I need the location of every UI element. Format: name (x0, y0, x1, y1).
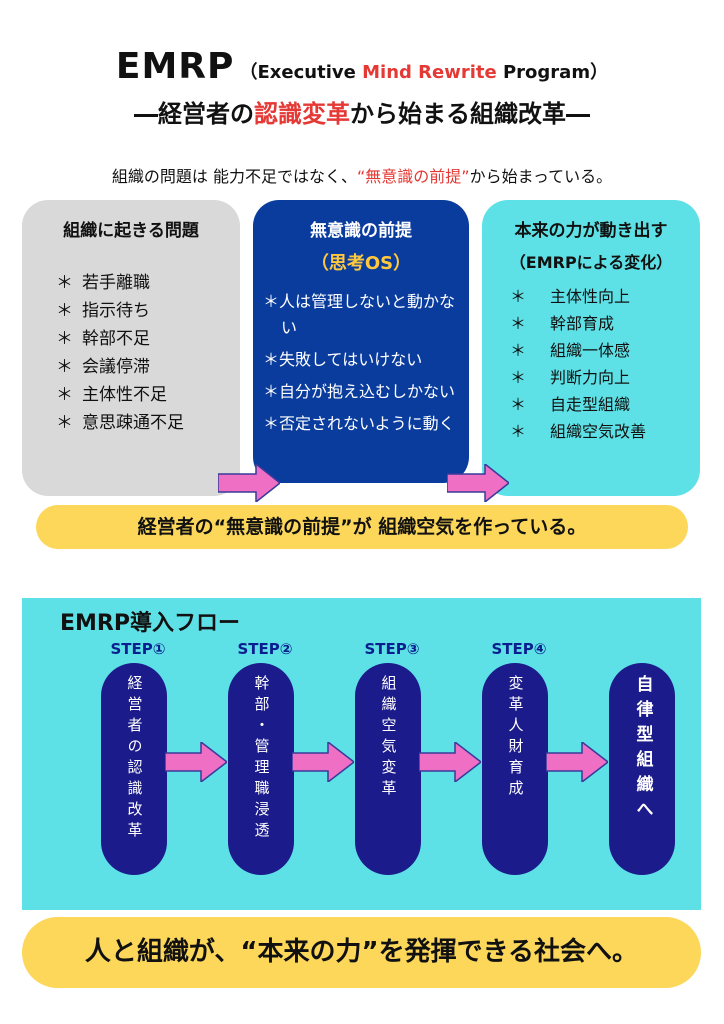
list-item: ＊ 会議停滞 (56, 353, 240, 381)
list-item: ＊ 意思疎通不足 (56, 409, 240, 437)
asterisk-icon: ＊ (56, 385, 73, 405)
list-item: ＊ 若手離職 (56, 269, 240, 297)
intro-suffix: から始まっている。 (469, 167, 613, 186)
final-goal-text: 自律型組織へ (632, 675, 653, 825)
step-label: STEP② (237, 640, 293, 658)
page-title: EMRP （Executive Mind Rewrite Program） (0, 46, 724, 87)
list-item: ＊ 幹部育成 (510, 310, 700, 337)
title-paren-close: Program） (496, 62, 609, 83)
assumptions-heading: 無意識の前提 (310, 221, 412, 241)
intro-highlight: “無意識の前提” (356, 167, 470, 186)
subtitle-suffix: から始まる組織改革― (350, 100, 590, 128)
final-goal-pill: 自律型組織へ (609, 663, 675, 875)
change-item: 組織一体感 (550, 341, 631, 360)
assumptions-sub: （思考OS） (310, 253, 412, 274)
asterisk-icon: ＊ (56, 273, 73, 293)
right-arrow-icon (546, 742, 608, 782)
right-arrow-icon (165, 742, 227, 782)
assumptions-card: 無意識の前提 （思考OS） ＊人は管理しないと動かない ＊失敗してはいけない ＊… (253, 200, 469, 483)
change-item: 自走型組織 (550, 395, 631, 414)
right-arrow-icon (292, 742, 354, 782)
problems-card: 組織に起きる問題 ＊ 若手離職 ＊ 指示待ち ＊ 幹部不足 ＊ 会議停滞 ＊ 主体性不足 … (22, 200, 240, 496)
right-arrow-icon (447, 464, 509, 502)
asterisk-icon: ＊ (510, 314, 527, 333)
step-label: STEP③ (364, 640, 420, 658)
step-text: 経営者の認識改革 (125, 675, 144, 843)
step-text: 変革人財育成 (506, 675, 525, 801)
list-item: ＊人は管理しないと動かない (263, 292, 456, 337)
right-arrow-icon (419, 742, 481, 782)
problems-heading: 組織に起きる問題 (63, 221, 199, 241)
change-heading: 本来の力が動き出す (514, 221, 668, 241)
step-pill: 変革人財育成 (482, 663, 548, 875)
step-pill: 組織空気変革 (355, 663, 421, 875)
step-pill: 経営者の認識改革 (101, 663, 167, 875)
problem-item: 会議停滞 (82, 357, 150, 377)
title-paren-highlight: Mind Rewrite (362, 62, 497, 83)
intro-text: 組織の問題は 能力不足ではなく、“無意識の前提”から始まっている。 (0, 163, 724, 187)
asterisk-icon: ＊ (510, 395, 527, 414)
list-item: ＊ 指示待ち (56, 297, 240, 325)
asterisk-icon: ＊ (56, 301, 73, 321)
problem-item: 意思疎通不足 (82, 413, 184, 433)
list-item: ＊ 幹部不足 (56, 325, 240, 353)
subtitle-highlight: 認識変革 (254, 100, 350, 128)
asterisk-icon: ＊ (56, 357, 73, 377)
vision-banner: 人と組織が、“本来の力”を発揮できる社会へ。 (22, 917, 701, 988)
change-item: 組織空気改善 (550, 422, 647, 441)
step-text: 組織空気変革 (379, 675, 398, 801)
change-item: 幹部育成 (550, 314, 615, 333)
list-item: ＊ 主体性向上 (510, 283, 700, 310)
right-arrow-icon (218, 464, 280, 502)
subtitle-prefix: ―経営者の (134, 100, 254, 128)
problems-list: ＊ 若手離職 ＊ 指示待ち ＊ 幹部不足 ＊ 会議停滞 ＊ 主体性不足 ＊ 意思疎通不足 (56, 269, 240, 437)
intro-prefix: 組織の問題は 能力不足ではなく、 (111, 167, 357, 186)
change-sub: （EMRPによる変化） (509, 253, 673, 272)
asterisk-icon: ＊ (510, 341, 527, 360)
title-paren-open: （Executive (239, 62, 363, 83)
step-text: 幹部・管理職浸透 (252, 675, 271, 843)
flow-title: EMRP導入フロー (60, 611, 240, 636)
asterisk-icon: ＊ (510, 422, 527, 441)
list-item: ＊ 主体性不足 (56, 381, 240, 409)
step-label: STEP④ (491, 640, 547, 658)
assumptions-list: ＊人は管理しないと動かない ＊失敗してはいけない ＊自分が抱え込むしかない ＊否… (263, 289, 459, 437)
list-item: ＊失敗してはいけない (263, 350, 423, 369)
key-message-banner: 経営者の“無意識の前提”が 組織空気を作っている。 (36, 505, 688, 549)
asterisk-icon: ＊ (56, 413, 73, 433)
change-item: 主体性向上 (550, 287, 631, 306)
problem-item: 幹部不足 (82, 329, 150, 349)
change-list: ＊ 主体性向上 ＊ 幹部育成 ＊ 組織一体感 ＊ 判断力向上 ＊ 自走型組織 ＊ 組織空気改… (510, 283, 700, 445)
step-pill: 幹部・管理職浸透 (228, 663, 294, 875)
list-item: ＊ 自走型組織 (510, 391, 700, 418)
step-label: STEP① (110, 640, 166, 658)
list-item: ＊否定されないように動く (263, 414, 455, 433)
page-subtitle: ―経営者の認識変革から始まる組織改革― (0, 94, 724, 129)
problem-item: 主体性不足 (82, 385, 167, 405)
asterisk-icon: ＊ (510, 368, 527, 387)
list-item: ＊ 組織一体感 (510, 337, 700, 364)
problem-item: 若手離職 (82, 273, 150, 293)
asterisk-icon: ＊ (510, 287, 527, 306)
list-item: ＊ 判断力向上 (510, 364, 700, 391)
list-item: ＊ 組織空気改善 (510, 418, 700, 445)
change-card: 本来の力が動き出す （EMRPによる変化） ＊ 主体性向上 ＊ 幹部育成 ＊ 組織一体… (482, 200, 700, 496)
asterisk-icon: ＊ (56, 329, 73, 349)
title-emrp: EMRP (115, 46, 235, 87)
change-item: 判断力向上 (550, 368, 631, 387)
list-item: ＊自分が抱え込むしかない (263, 382, 456, 401)
problem-item: 指示待ち (82, 301, 150, 321)
